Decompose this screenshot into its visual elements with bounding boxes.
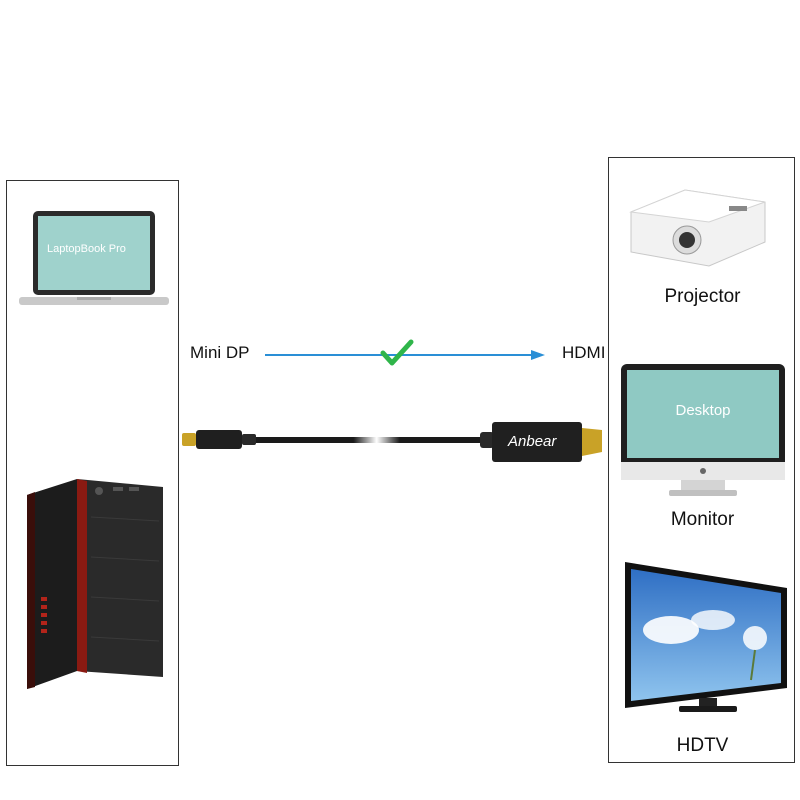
projector-image: [625, 172, 775, 267]
monitor-image: Desktop: [619, 362, 787, 498]
source-port-label: Mini DP: [190, 343, 250, 362]
minidp-to-hdmi-cable: Anbear: [178, 418, 608, 468]
source-devices-panel: LaptopBook Pro: [6, 180, 179, 766]
laptop-image: LaptopBook Pro: [19, 209, 169, 309]
device-label-monitor: Monitor: [670, 509, 735, 530]
desktop-tower-image: [21, 477, 171, 692]
check-icon: [380, 338, 414, 368]
device-label-projector: Projector: [664, 286, 741, 307]
laptop-screen-title: LaptopBook Pro: [47, 243, 126, 255]
cable-brand-logo: Anbear: [508, 433, 557, 450]
target-port-label: HDMI: [562, 343, 606, 362]
monitor-screen-text: Desktop: [675, 402, 731, 419]
target-devices-panel: Projector Desktop Monitor: [608, 157, 795, 763]
device-label-hdtv: HDTV: [676, 735, 729, 756]
hdtv-image: [623, 560, 787, 720]
